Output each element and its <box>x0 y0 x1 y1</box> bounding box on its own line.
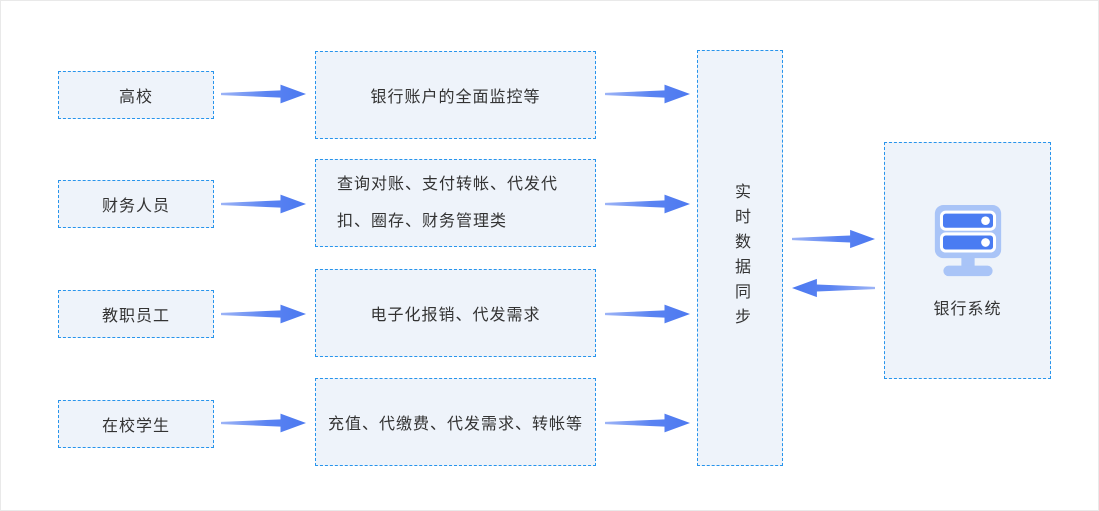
function-label: 银行账户的全面监控等 <box>370 89 541 106</box>
actor-box-faculty: 教职员工 <box>58 290 214 338</box>
function-label: 电子化报销、代发需求 <box>370 307 541 324</box>
arrow-right-icon <box>605 413 690 433</box>
arrow-right-icon <box>792 229 875 249</box>
arrow-right-icon <box>605 304 690 324</box>
sync-box: 实时数据同步 <box>697 50 783 466</box>
bank-system-box: 银行系统 <box>884 142 1051 379</box>
sync-label: 实时数据同步 <box>732 183 749 333</box>
actor-label: 高校 <box>118 89 153 106</box>
arrow-right-icon <box>605 194 690 214</box>
function-box-finance-management: 查询对账、支付转帐、代发代扣、圈存、财务管理类 <box>315 159 596 247</box>
arrow-right-icon <box>221 304 306 324</box>
bank-system-label: 银行系统 <box>933 300 1002 318</box>
actor-box-university: 高校 <box>58 71 214 119</box>
actor-box-finance-staff: 财务人员 <box>58 180 214 228</box>
server-icon <box>934 204 1001 276</box>
function-label: 查询对账、支付转帐、代发代扣、圈存、财务管理类 <box>337 176 559 230</box>
actor-box-students: 在校学生 <box>58 400 214 448</box>
actor-label: 财务人员 <box>101 198 170 215</box>
arrow-right-icon <box>605 84 690 104</box>
function-box-recharge-payment: 充值、代缴费、代发需求、转帐等 <box>315 378 596 466</box>
function-label: 充值、代缴费、代发需求、转帐等 <box>327 416 583 433</box>
function-box-account-monitoring: 银行账户的全面监控等 <box>315 51 596 139</box>
actor-label: 教职员工 <box>101 308 170 325</box>
arrow-right-icon <box>221 413 306 433</box>
function-box-reimbursement: 电子化报销、代发需求 <box>315 269 596 357</box>
arrow-right-icon <box>221 194 306 214</box>
arrow-right-icon <box>221 84 306 104</box>
actor-label: 在校学生 <box>101 418 170 435</box>
arrow-left-icon <box>792 278 875 298</box>
